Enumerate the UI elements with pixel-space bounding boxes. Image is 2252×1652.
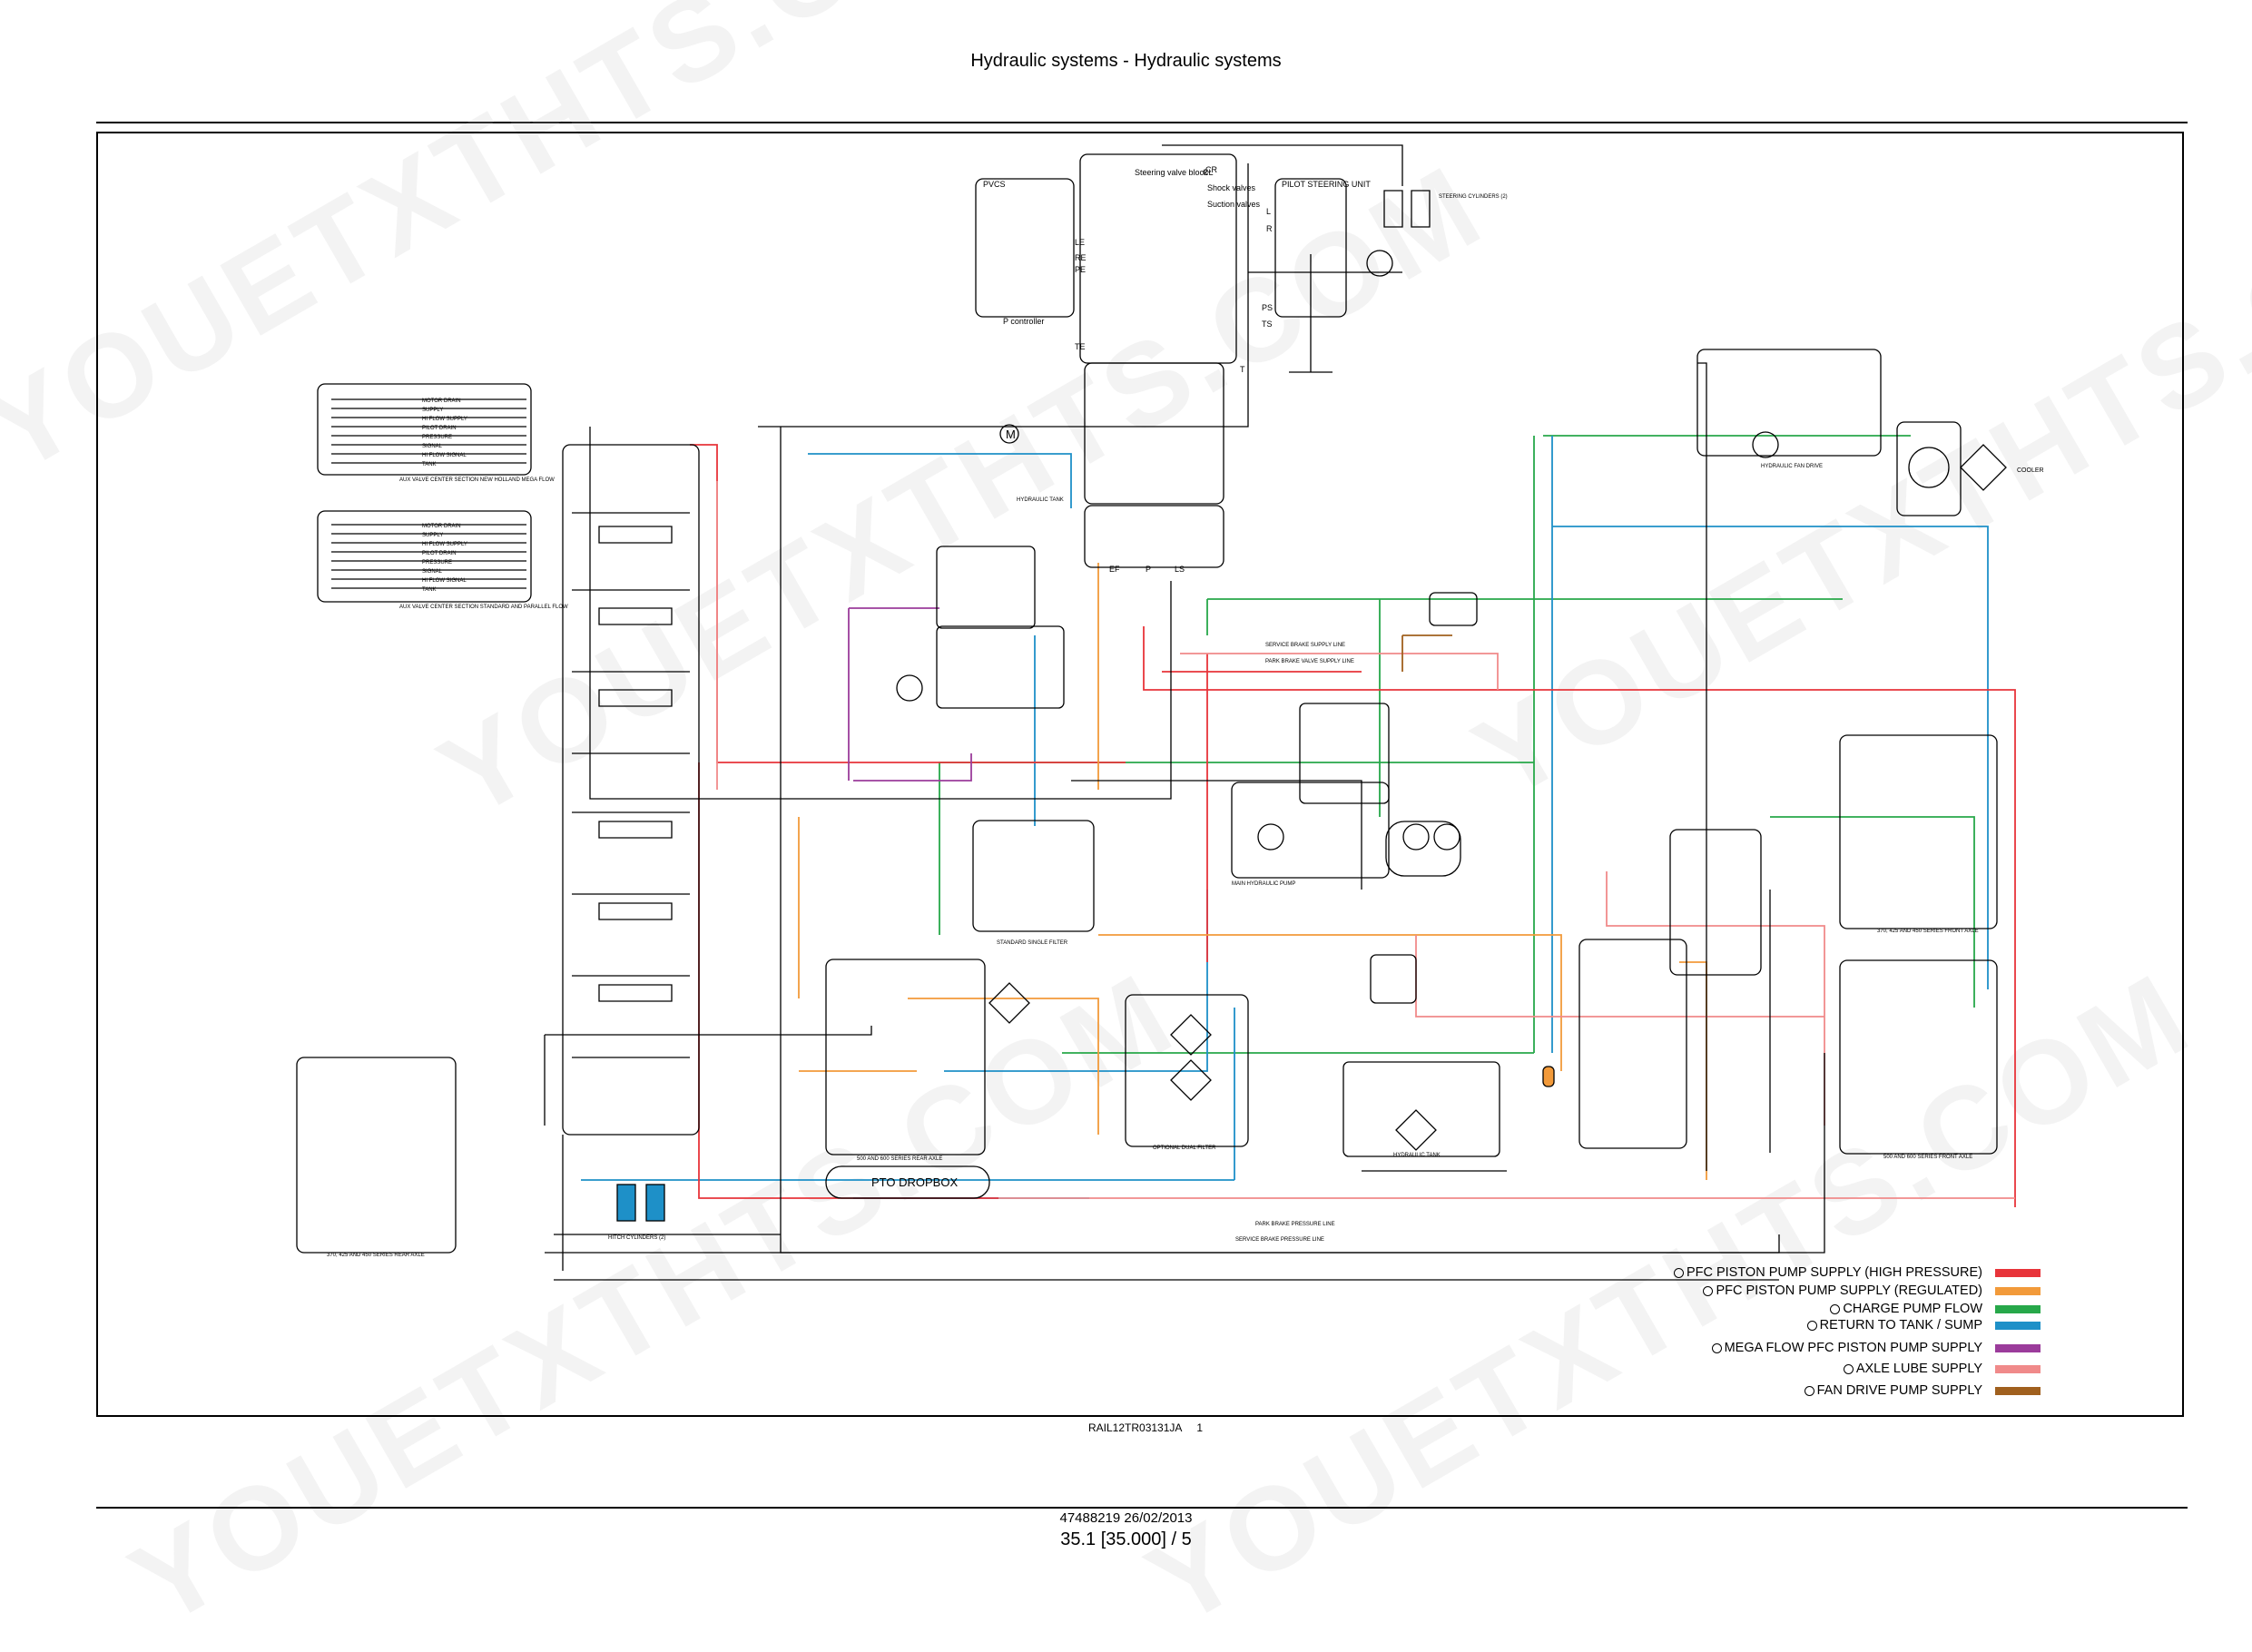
shock-valves-label: Shock valves: [1207, 183, 1256, 192]
aux-port-label: HI FLOW SUPPLY: [422, 417, 467, 422]
legend-swatch: [1995, 1386, 2041, 1395]
aux-port-label: TANK: [422, 587, 437, 593]
legend-label: PFC PISTON PUMP SUPPLY (HIGH PRESSURE): [1686, 1265, 1982, 1280]
steering-cylinders-label: STEERING CYLINDERS (2): [1439, 194, 1508, 200]
aux-port-label: PRESSURE: [422, 435, 452, 440]
aux-port-label: PRESSURE: [422, 560, 452, 565]
callout-marker: [1804, 1385, 1814, 1396]
legend-label: AXLE LUBE SUPPLY: [1855, 1362, 1982, 1376]
aux-port-label: PILOT DRAIN: [422, 426, 457, 431]
legend-item: FAN DRIVE PUMP SUPPLY: [1804, 1382, 2041, 1400]
aux-port-label: SUPPLY: [422, 408, 443, 413]
port-pe-label: PE: [1075, 265, 1086, 274]
callout-marker: [1830, 1303, 1841, 1314]
hydraulic-tank-label: HYDRAULIC TANK: [1393, 1153, 1441, 1158]
port-le-label: LE: [1075, 238, 1085, 247]
front-axle-label: 370, 425 AND 450 SERIES FRONT AXLE: [1877, 929, 1979, 934]
legend-swatch: [1995, 1268, 2041, 1277]
aux-port-label: MOTOR DRAIN: [422, 524, 461, 529]
port-ef-label: EF: [1109, 565, 1120, 574]
port-ts-label: TS: [1262, 320, 1273, 329]
park-brake-supply-label: PARK BRAKE VALVE SUPPLY LINE: [1265, 659, 1354, 664]
header-rule: [96, 122, 2188, 123]
steering-valve-label: Steering valve block: [1135, 168, 1208, 177]
aux-port-label: MOTOR DRAIN: [422, 398, 461, 404]
figure-number: 1: [1196, 1421, 1204, 1434]
legend-item: PFC PISTON PUMP SUPPLY (HIGH PRESSURE): [1673, 1264, 2041, 1282]
legend-swatch: [1995, 1304, 2041, 1313]
service-brake-pressure-label: SERVICE BRAKE PRESSURE LINE: [1235, 1237, 1324, 1243]
legend-swatch: [1995, 1343, 2041, 1352]
legend-label: FAN DRIVE PUMP SUPPLY: [1816, 1383, 1982, 1398]
pto-dropbox-label: PTO DROPBOX: [871, 1175, 958, 1189]
legend-item: MEGA FLOW PFC PISTON PUMP SUPPLY: [1711, 1339, 2041, 1357]
aux-port-label: SIGNAL: [422, 569, 443, 575]
front-axle-b-label: 500 AND 600 SERIES FRONT AXLE: [1883, 1155, 1972, 1160]
aux-valve-standard-label: AUX VALVE CENTER SECTION STANDARD AND PA…: [399, 605, 568, 610]
aux-port-label: TANK: [422, 462, 437, 467]
aux-port-label: PILOT DRAIN: [422, 551, 457, 556]
callout-marker: [1673, 1267, 1684, 1278]
port-cr-label: CR: [1205, 165, 1217, 174]
port-te-label: TE: [1075, 342, 1086, 351]
legend-label: RETURN TO TANK / SUMP: [1819, 1318, 1982, 1332]
legend-swatch: [1995, 1321, 2041, 1330]
aux-port-label: HI FLOW SIGNAL: [422, 453, 467, 458]
optional-filter-label: OPTIONAL DUAL FILTER: [1153, 1146, 1216, 1151]
port-t-label: T: [1240, 365, 1245, 374]
aux-port-label: SUPPLY: [422, 533, 443, 538]
port-ps-label: PS: [1262, 303, 1273, 312]
port-re-label: RE: [1075, 253, 1087, 262]
standard-filter-label: STANDARD SINGLE FILTER: [997, 940, 1068, 946]
legend-swatch: [1995, 1364, 2041, 1373]
footer-rule: [96, 1507, 2188, 1509]
main-pump-label: MAIN HYDRAULIC PUMP: [1232, 881, 1295, 887]
legend-label: PFC PISTON PUMP SUPPLY (REGULATED): [1716, 1283, 1982, 1298]
legend-item: AXLE LUBE SUPPLY: [1843, 1360, 2041, 1378]
hydraulic-tank-small-label: HYDRAULIC TANK: [1017, 497, 1064, 503]
figure-reference: RAIL12TR03131JA: [1088, 1421, 1183, 1434]
hitch-cylinders-label: HITCH CYLINDERS (2): [608, 1235, 665, 1241]
hydraulic-schematic: PVCS Steering valve block PILOT STEERING…: [96, 132, 2184, 1417]
figure-caption: RAIL12TR03131JA 1: [1088, 1421, 1217, 1434]
legend-label: CHARGE PUMP FLOW: [1843, 1302, 1982, 1316]
page-number: 35.1 [35.000] / 5: [1060, 1529, 1192, 1549]
park-brake-pressure-label: PARK BRAKE PRESSURE LINE: [1255, 1222, 1335, 1227]
legend-item: CHARGE PUMP FLOW: [1830, 1300, 2041, 1318]
port-ls-label: LS: [1175, 565, 1185, 574]
callout-marker: [1703, 1285, 1714, 1296]
port-p-label: P: [1146, 565, 1151, 574]
suction-valves-label: Suction valves: [1207, 200, 1261, 209]
legend-label: MEGA FLOW PFC PISTON PUMP SUPPLY: [1724, 1341, 1982, 1355]
aux-port-label: SIGNAL: [422, 444, 443, 449]
page-title: Hydraulic systems - Hydraulic systems: [970, 51, 1282, 71]
document-number: 47488219 26/02/2013: [1059, 1510, 1193, 1526]
callout-marker: [1711, 1342, 1722, 1353]
port-r-label: R: [1266, 224, 1273, 233]
schematic-frame: [96, 132, 2184, 1417]
port-cl-label: CL: [1203, 168, 1214, 177]
callout-marker: [1843, 1363, 1854, 1374]
aux-valve-mega-label: AUX VALVE CENTER SECTION NEW HOLLAND MEG…: [399, 477, 555, 483]
motor-label: M: [1006, 428, 1016, 441]
legend-swatch: [1995, 1286, 2041, 1295]
rear-axle-b-label: 500 AND 600 SERIES REAR AXLE: [857, 1156, 942, 1162]
p-controller-label: P controller: [1003, 317, 1044, 326]
fan-drive-label: HYDRAULIC FAN DRIVE: [1761, 464, 1823, 469]
legend-item: PFC PISTON PUMP SUPPLY (REGULATED): [1703, 1282, 2041, 1300]
port-l-label: L: [1266, 207, 1271, 216]
callout-marker: [1806, 1320, 1817, 1331]
aux-port-label: HI FLOW SIGNAL: [422, 578, 467, 584]
pilot-steering-label: PILOT STEERING UNIT: [1282, 180, 1371, 189]
rear-axle-label: 370, 425 AND 450 SERIES REAR AXLE: [327, 1253, 425, 1258]
cooler-label: COOLER: [2017, 467, 2044, 474]
service-brake-supply-label: SERVICE BRAKE SUPPLY LINE: [1265, 643, 1345, 648]
aux-port-label: HI FLOW SUPPLY: [422, 542, 467, 547]
legend-item: RETURN TO TANK / SUMP: [1806, 1316, 2041, 1334]
pvcs-label: PVCS: [983, 180, 1006, 189]
